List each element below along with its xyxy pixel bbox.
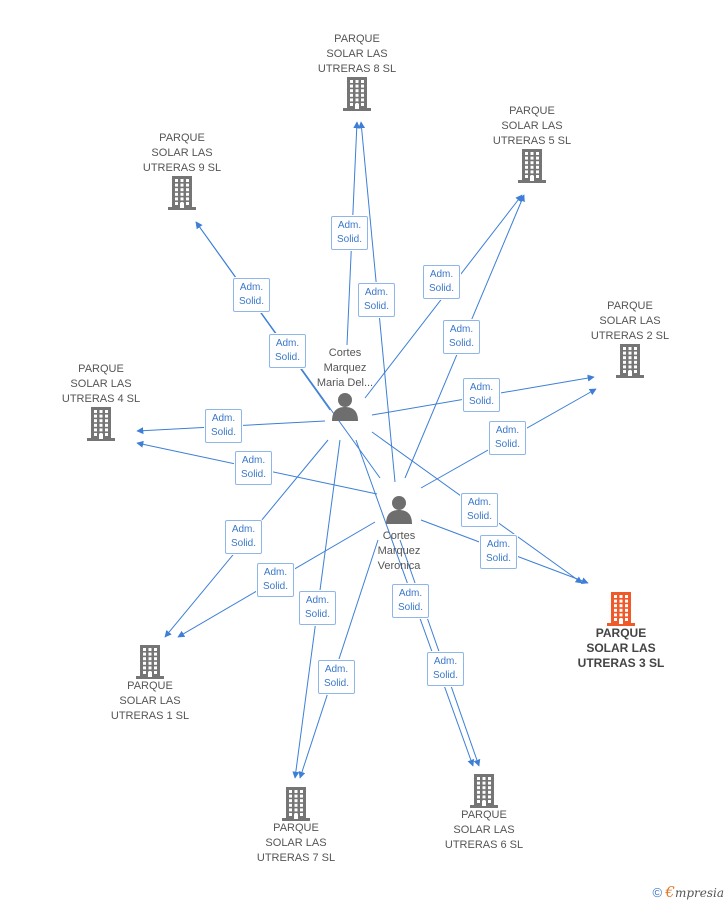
edge-label-p1-c2: Adm. Solid.	[463, 378, 501, 412]
edge-label-p1-c1: Adm. Solid.	[225, 520, 263, 554]
edge-p2-c7	[298, 539, 379, 779]
edge-label-p2-c5: Adm. Solid.	[443, 320, 481, 354]
person-icon	[354, 494, 444, 529]
edge-label-p2-c4: Adm. Solid.	[235, 451, 273, 485]
footer-brand: © €mpresia	[652, 883, 724, 901]
company-node-c8[interactable]: PARQUE SOLAR LAS UTRERAS 8 SL	[302, 32, 412, 111]
edge-label-p2-c1: Adm. Solid.	[257, 563, 295, 597]
edge-label-p2-c3: Adm. Solid.	[480, 535, 518, 569]
edge-label-p2-c2: Adm. Solid.	[489, 421, 527, 455]
company-node-c6[interactable]: PARQUE SOLAR LAS UTRERAS 6 SL	[429, 774, 539, 853]
company-node-c7[interactable]: PARQUE SOLAR LAS UTRERAS 7 SL	[241, 787, 351, 866]
copyright-icon: ©	[652, 885, 663, 900]
edge-label-p2-c7: Adm. Solid.	[318, 660, 356, 694]
edge-label-p1-c6: Adm. Solid.	[392, 584, 430, 618]
edge-label-p1-c9: Adm. Solid.	[233, 278, 271, 312]
company-label[interactable]: PARQUE SOLAR LAS UTRERAS 9 SL	[142, 132, 222, 174]
building-icon	[566, 592, 676, 626]
building-icon	[429, 774, 539, 808]
building-icon	[575, 344, 685, 378]
brand-name: mpresia	[674, 886, 724, 900]
person-icon	[300, 391, 390, 426]
company-label[interactable]: PARQUE SOLAR LAS UTRERAS 3 SL	[577, 626, 665, 670]
company-node-c1[interactable]: PARQUE SOLAR LAS UTRERAS 1 SL	[95, 645, 205, 724]
building-icon	[127, 176, 237, 210]
company-label[interactable]: PARQUE SOLAR LAS UTRERAS 2 SL	[590, 300, 670, 342]
edge-label-p2-c6: Adm. Solid.	[427, 652, 465, 686]
company-node-c9[interactable]: PARQUE SOLAR LAS UTRERAS 9 SL	[127, 131, 237, 210]
building-icon	[95, 645, 205, 679]
building-icon	[302, 77, 412, 111]
company-label[interactable]: PARQUE SOLAR LAS UTRERAS 4 SL	[61, 363, 141, 405]
brand-initial: €	[665, 883, 675, 901]
building-icon	[477, 149, 587, 183]
person-node-p1[interactable]: Cortes Marquez Maria Del...	[300, 346, 390, 426]
company-label[interactable]: PARQUE SOLAR LAS UTRERAS 1 SL	[110, 680, 190, 722]
edge-label-p1-c7: Adm. Solid.	[299, 591, 337, 625]
edge-label-p1-c4: Adm. Solid.	[205, 409, 243, 443]
company-node-c4[interactable]: PARQUE SOLAR LAS UTRERAS 4 SL	[46, 362, 156, 441]
company-node-c5[interactable]: PARQUE SOLAR LAS UTRERAS 5 SL	[477, 104, 587, 183]
edge-label-p1-c8: Adm. Solid.	[331, 216, 369, 250]
edge-label-p2-c9: Adm. Solid.	[269, 334, 307, 368]
person-node-p2[interactable]: Cortes Marquez Veronica	[354, 494, 444, 574]
company-label[interactable]: PARQUE SOLAR LAS UTRERAS 8 SL	[317, 33, 397, 75]
building-icon	[241, 787, 351, 821]
person-label[interactable]: Cortes Marquez Veronica	[377, 530, 421, 572]
company-node-c2[interactable]: PARQUE SOLAR LAS UTRERAS 2 SL	[575, 299, 685, 378]
building-icon	[46, 407, 156, 441]
company-label[interactable]: PARQUE SOLAR LAS UTRERAS 5 SL	[492, 105, 572, 147]
edge-label-p2-c8: Adm. Solid.	[358, 283, 396, 317]
person-label[interactable]: Cortes Marquez Maria Del...	[316, 347, 374, 389]
edge-label-p1-c3: Adm. Solid.	[461, 493, 499, 527]
company-node-c3[interactable]: PARQUE SOLAR LAS UTRERAS 3 SL	[566, 592, 676, 671]
company-label[interactable]: PARQUE SOLAR LAS UTRERAS 6 SL	[444, 809, 524, 851]
company-label[interactable]: PARQUE SOLAR LAS UTRERAS 7 SL	[256, 822, 336, 864]
edge-label-p1-c5: Adm. Solid.	[423, 265, 461, 299]
